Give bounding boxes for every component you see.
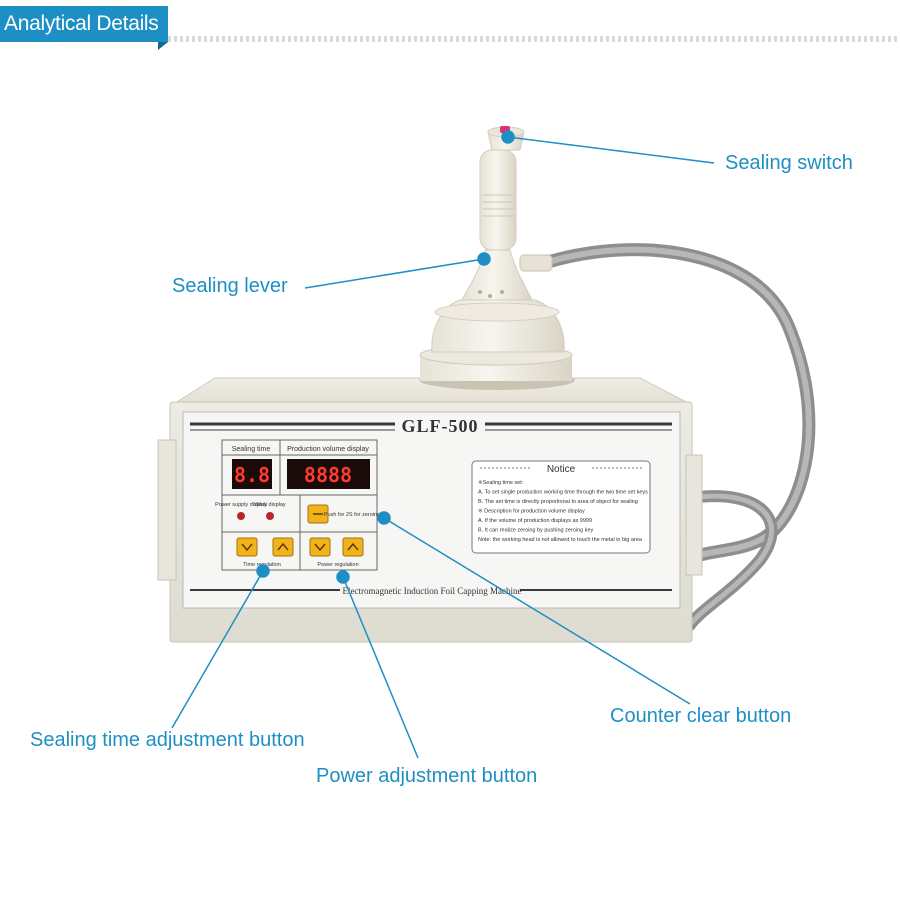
sealing-switch-marker bbox=[501, 130, 515, 144]
sealing-switch-label: Sealing switch bbox=[725, 152, 853, 174]
counter-clear-label: Counter clear button bbox=[610, 705, 792, 727]
time-down-button[interactable] bbox=[236, 537, 258, 557]
notice-line: A. If the volume of production displays … bbox=[478, 518, 592, 524]
sealing-lever-label: Sealing lever bbox=[172, 275, 288, 297]
notice-title: Notice bbox=[547, 464, 576, 475]
sealing-lever-handle bbox=[479, 149, 517, 251]
power-indicator-led bbox=[237, 512, 245, 520]
callout-leaders bbox=[171, 130, 715, 759]
power-supply-label: Power supply display bbox=[215, 502, 267, 508]
notice-line: Note: the working head is not allowed to… bbox=[478, 537, 643, 543]
machine-caption: Electromagnetic Induction Foil Capping M… bbox=[343, 586, 522, 596]
work-display-label: Work display bbox=[254, 502, 286, 508]
notice-line: ※Sealing time set: bbox=[478, 479, 524, 486]
notice-box bbox=[471, 460, 651, 554]
notice-line: B. The set time is directly proportional… bbox=[478, 499, 638, 505]
sealing-time-label: Sealing time bbox=[232, 446, 271, 453]
notice-line: B. It can realize zeroing by pushing zer… bbox=[478, 528, 594, 534]
header-divider bbox=[168, 36, 900, 42]
banner-fold bbox=[158, 42, 168, 50]
notice-line: A. To set single production working time… bbox=[478, 490, 648, 496]
production-volume-readout: 8888 bbox=[304, 463, 352, 487]
sealing-time-adjust-label: Sealing time adjustment button bbox=[30, 729, 305, 751]
section-title: Analytical Details bbox=[0, 6, 168, 42]
power-up-button[interactable] bbox=[342, 537, 364, 557]
sealing-time-readout: 8.8 bbox=[234, 463, 270, 487]
power-adjust-label: Power adjustment button bbox=[316, 765, 538, 787]
notice-line: ※ Description for production volume disp… bbox=[478, 508, 585, 515]
power-adjust-marker bbox=[336, 570, 350, 584]
time-up-button[interactable] bbox=[272, 537, 294, 557]
production-volume-label: Production volume display bbox=[287, 446, 369, 453]
sealing-time-marker bbox=[256, 564, 270, 578]
power-regulation-label: Power regulation bbox=[317, 562, 358, 568]
model-name: GLF-500 bbox=[402, 416, 479, 436]
notice-lines: ※Sealing time set: A. To set single produ… bbox=[478, 479, 648, 543]
sealing-lever-marker bbox=[477, 252, 491, 266]
cable-connector bbox=[519, 254, 553, 272]
power-down-button[interactable] bbox=[309, 537, 331, 557]
counter-clear-marker bbox=[377, 511, 391, 525]
clear-hint: Push for 2S for zeroing bbox=[324, 512, 380, 518]
counter-clear-button[interactable] bbox=[307, 504, 329, 524]
work-indicator-led bbox=[266, 512, 274, 520]
